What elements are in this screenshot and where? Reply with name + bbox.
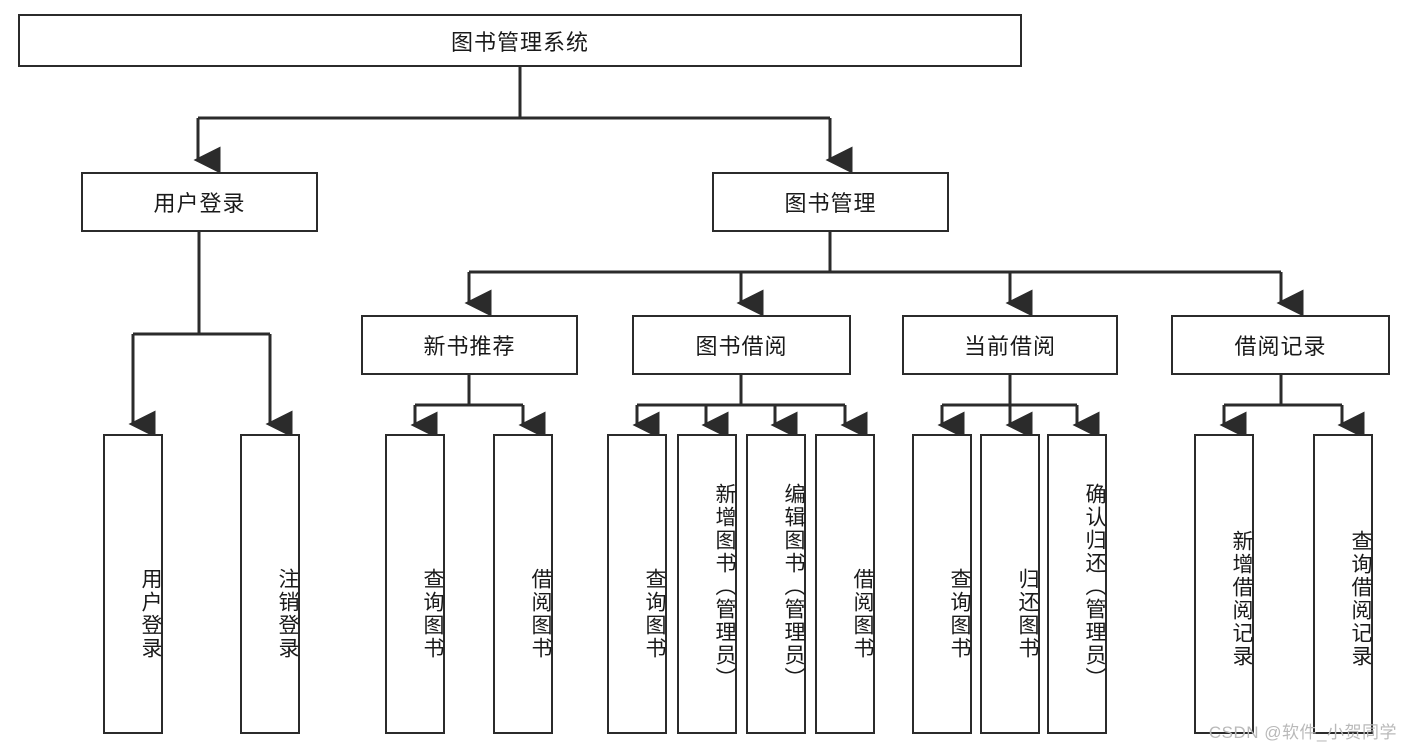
node-leaf-borrow-query[interactable]: 查询图书 <box>607 434 667 734</box>
node-leaf-rec-add-label: 新增借阅记录 <box>1230 530 1253 668</box>
node-leaf-rec-query-record-label: 查询借阅记录 <box>1349 530 1372 668</box>
node-book-borrow-label: 图书借阅 <box>695 334 788 359</box>
node-current-borrow-label: 当前借阅 <box>963 334 1056 359</box>
node-leaf-cur-query[interactable]: 查询图书 <box>912 434 972 734</box>
node-new-book-rec[interactable]: 新书推荐 <box>361 315 578 375</box>
node-borrow-record[interactable]: 借阅记录 <box>1171 315 1390 375</box>
node-book-borrow[interactable]: 图书借阅 <box>632 315 851 375</box>
node-leaf-borrow-edit[interactable]: 编辑图书（管理员） <box>746 434 806 734</box>
watermark: CSDN @软件_小贺同学 <box>1208 723 1397 742</box>
node-leaf-rec-borrow-label: 借阅图书 <box>529 568 552 660</box>
node-leaf-user-logout[interactable]: 注销登录 <box>240 434 300 734</box>
node-leaf-borrow-lend-label: 借阅图书 <box>851 568 874 660</box>
node-leaf-user-login-label: 用户登录 <box>139 568 162 660</box>
node-new-book-rec-label: 新书推荐 <box>423 334 516 359</box>
node-book-manage[interactable]: 图书管理 <box>712 172 949 232</box>
node-leaf-borrow-add[interactable]: 新增图书（管理员） <box>677 434 737 734</box>
node-user-login[interactable]: 用户登录 <box>81 172 318 232</box>
node-leaf-user-login[interactable]: 用户登录 <box>103 434 163 734</box>
node-borrow-record-label: 借阅记录 <box>1234 334 1327 359</box>
node-book-manage-label: 图书管理 <box>784 191 877 216</box>
node-leaf-rec-add[interactable]: 新增借阅记录 <box>1194 434 1254 734</box>
node-leaf-borrow-query-label: 查询图书 <box>643 568 666 660</box>
node-leaf-cur-query-label: 查询图书 <box>948 568 971 660</box>
node-leaf-cur-confirm[interactable]: 确认归还（管理员） <box>1047 434 1107 734</box>
node-leaf-user-logout-label: 注销登录 <box>276 568 299 660</box>
node-root[interactable]: 图书管理系统 <box>18 14 1022 67</box>
node-leaf-rec-query-label: 查询图书 <box>421 568 444 660</box>
node-leaf-cur-return-label: 归还图书 <box>1016 568 1039 660</box>
node-leaf-rec-borrow[interactable]: 借阅图书 <box>493 434 553 734</box>
node-leaf-cur-confirm-label: 确认归还（管理员） <box>1083 482 1106 690</box>
node-leaf-borrow-edit-label: 编辑图书（管理员） <box>782 482 805 690</box>
node-leaf-borrow-add-label: 新增图书（管理员） <box>713 482 736 690</box>
node-leaf-rec-query[interactable]: 查询图书 <box>385 434 445 734</box>
node-current-borrow[interactable]: 当前借阅 <box>902 315 1118 375</box>
node-leaf-borrow-lend[interactable]: 借阅图书 <box>815 434 875 734</box>
node-root-label: 图书管理系统 <box>450 29 589 55</box>
node-user-login-label: 用户登录 <box>153 191 246 216</box>
node-leaf-cur-return[interactable]: 归还图书 <box>980 434 1040 734</box>
node-leaf-rec-query-record[interactable]: 查询借阅记录 <box>1313 434 1373 734</box>
